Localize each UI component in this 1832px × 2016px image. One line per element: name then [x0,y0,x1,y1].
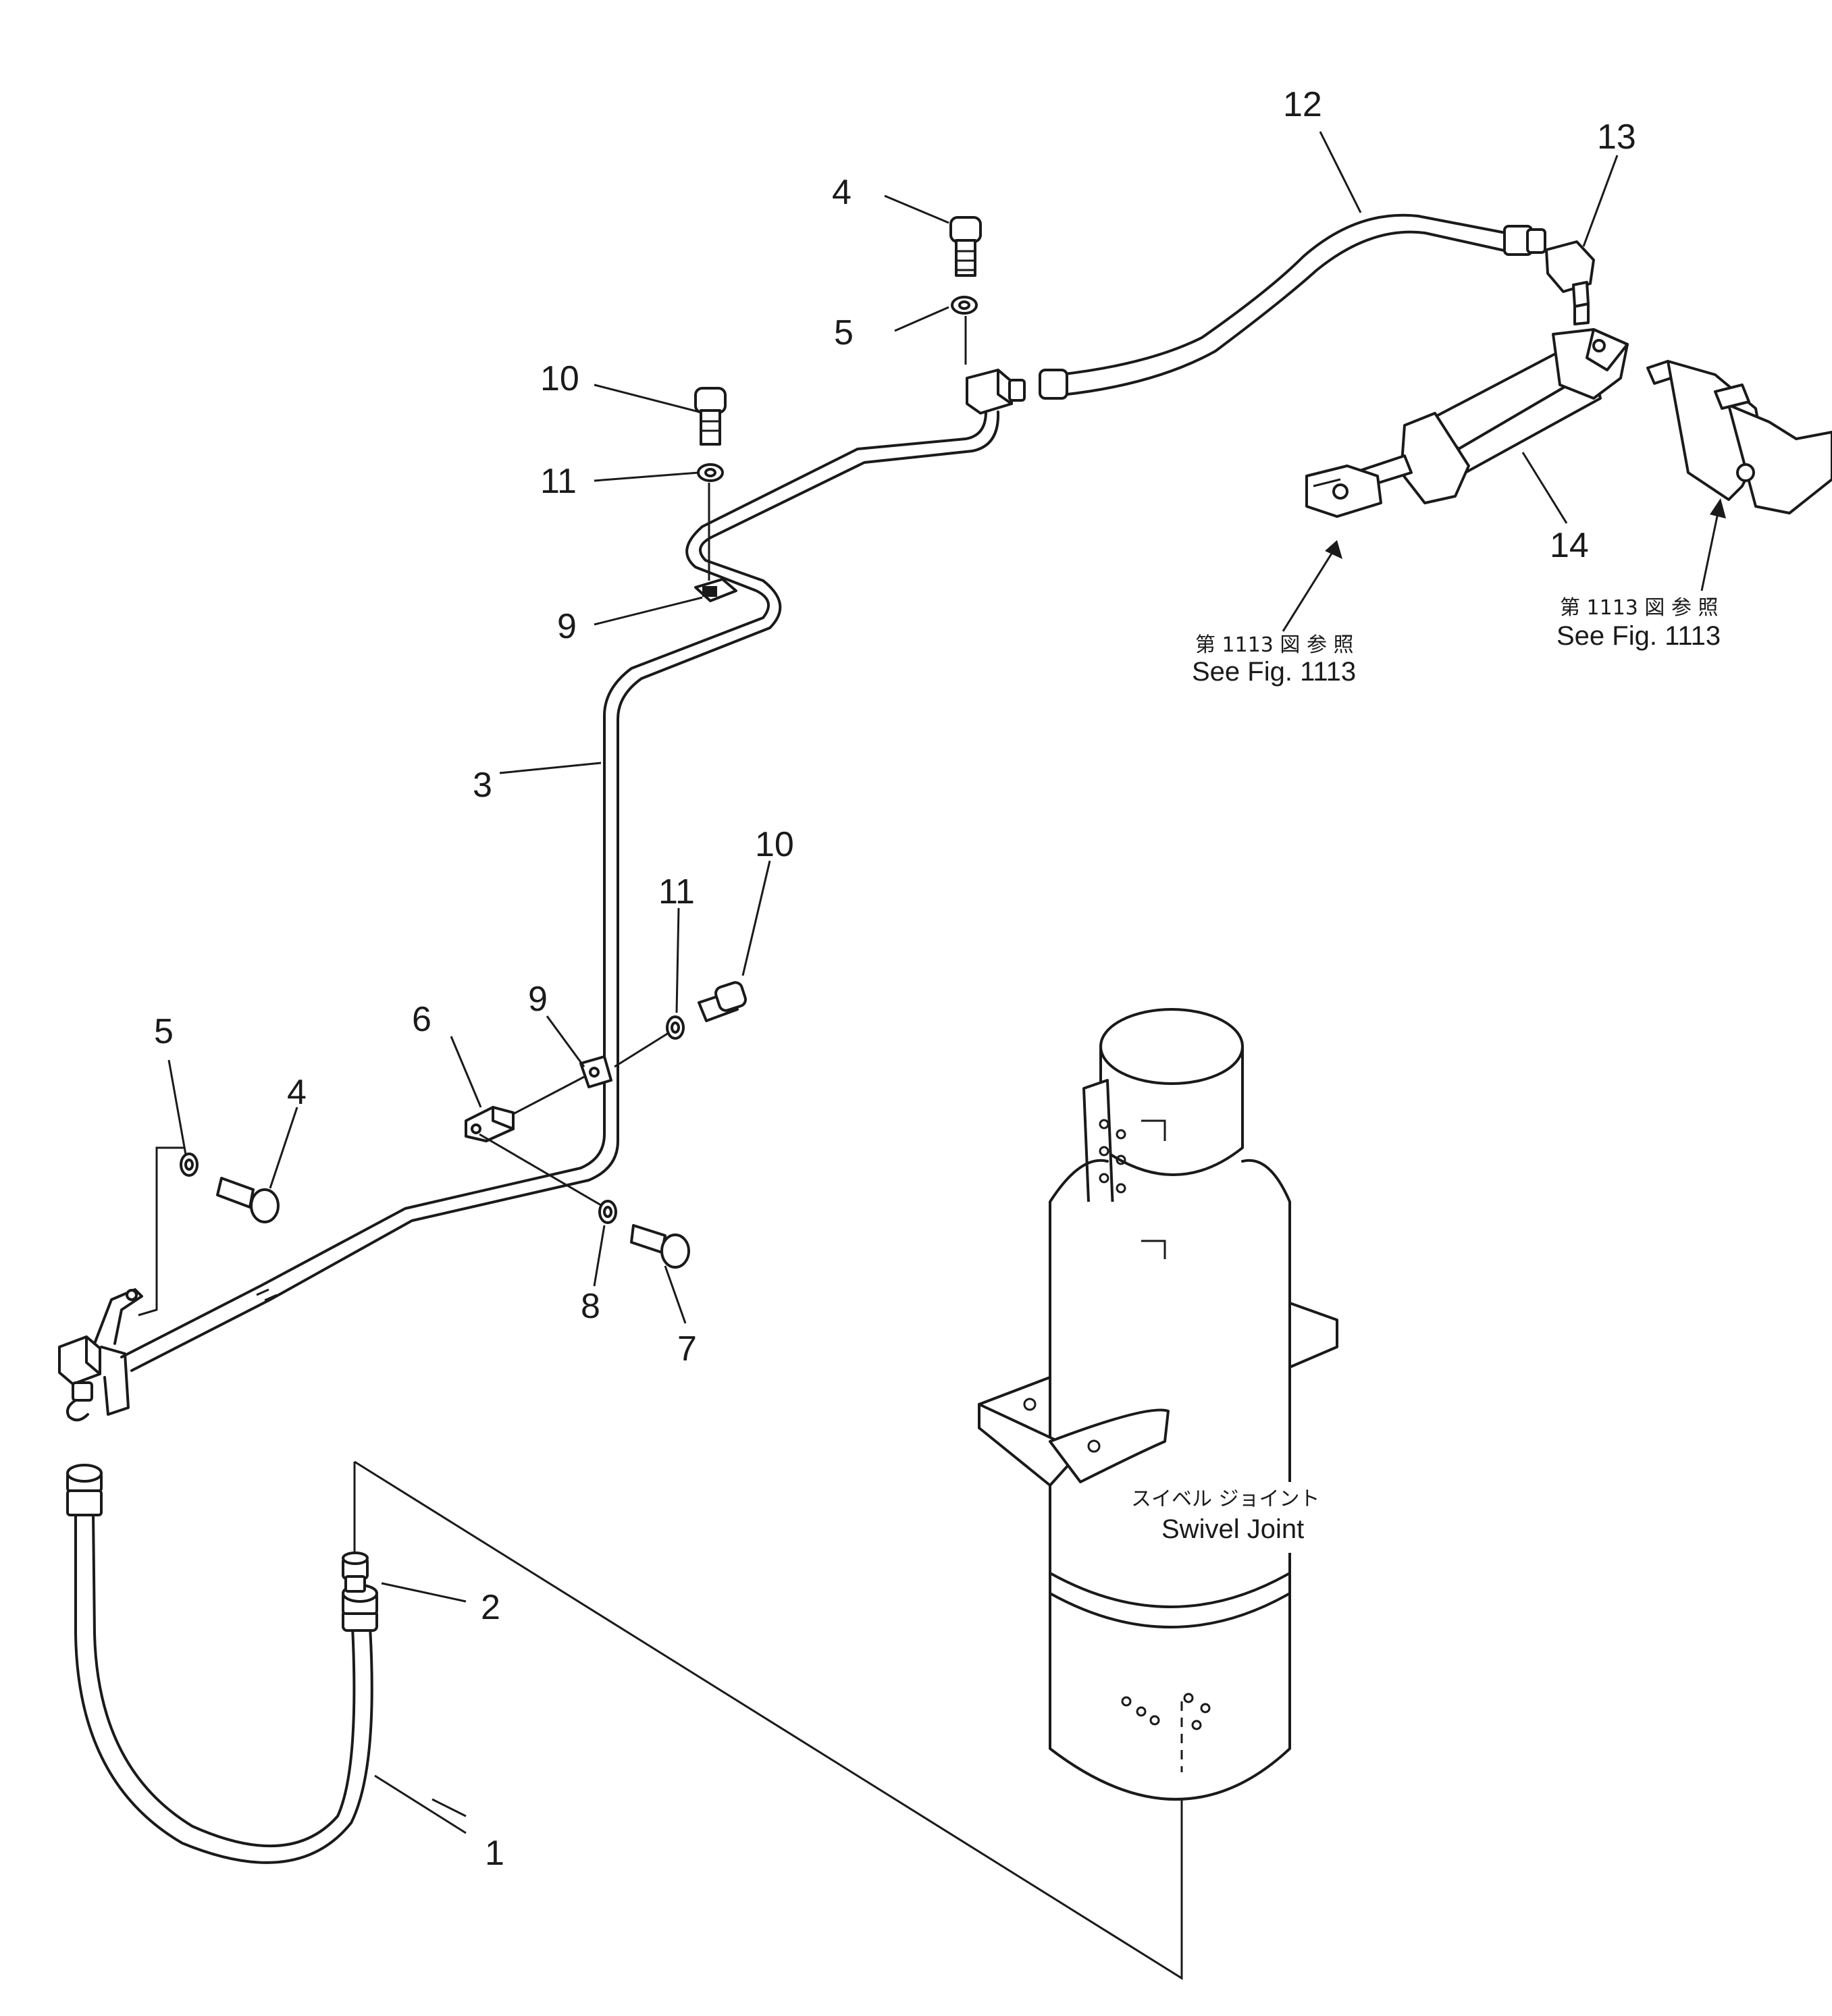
left-end-fitting [58,1288,143,1422]
ref-left-en: See Fig. 1113 [1192,657,1356,687]
reference-arrows [1282,498,1726,632]
bolt-10-top [694,387,727,446]
callout-2: 2 [481,1588,500,1627]
callout-10-mid: 10 [755,825,794,864]
callout-14: 14 [1550,526,1589,565]
callout-10-top: 10 [540,359,579,398]
callout-labels: 1 2 3 4 5 10 11 9 10 11 9 6 5 4 8 7 12 1… [154,85,1636,1873]
callout-12: 12 [1283,85,1322,124]
callout-6: 6 [412,1000,431,1039]
bracket-6 [465,1076,602,1206]
elbow-13 [1545,240,1595,325]
callout-4-top: 4 [832,173,852,212]
clamp-9-mid [579,1055,612,1088]
tube-3 [120,410,1000,1372]
swivel-joint-label: スイベル ジョイント Swivel Joint [1121,1482,1364,1553]
callout-13: 13 [1597,117,1636,157]
callout-5-left: 5 [154,1012,174,1051]
assembly-line-swivel [354,1460,1183,1980]
callout-9-top: 9 [557,607,577,646]
leader-lines [167,131,1619,1834]
hose-1 [66,1464,378,1864]
callout-5-top: 5 [834,313,854,352]
callout-11-top: 11 [540,462,577,501]
bolt-4-left [216,1177,280,1223]
ref-left-jp: 第 1113 図 参 照 [1195,633,1354,657]
hose-12 [1039,213,1546,400]
callout-1: 1 [485,1834,504,1873]
bolt-7 [630,1224,690,1269]
bolt-4-top [949,216,982,277]
callout-3: 3 [473,766,492,805]
left-bracket-leader [138,1146,184,1317]
swivel-label-en: Swivel Joint [1161,1514,1304,1544]
callout-9-mid: 9 [528,980,548,1019]
ref-right-jp: 第 1113 図 参 照 [1560,596,1719,620]
callout-8: 8 [581,1287,600,1326]
cylinder-14 [1305,328,1629,518]
elbow-fitting-top [966,369,1026,415]
callout-11-mid: 11 [658,872,695,911]
ref-right-en: See Fig. 1113 [1556,621,1721,651]
swivel-joint [978,1008,1338,1801]
callout-4-left: 4 [287,1073,307,1112]
swivel-label-jp: スイベル ジョイント [1131,1487,1320,1511]
clamp-9-top [694,578,737,602]
connector-2 [342,1462,369,1593]
callout-7: 7 [677,1329,697,1369]
reference-notes: 第 1113 図 参 照 See Fig. 1113 第 1113 図 参 照 … [1192,596,1721,687]
cylinder-bracket [1646,360,1832,514]
bolt-10-mid [698,981,747,1022]
